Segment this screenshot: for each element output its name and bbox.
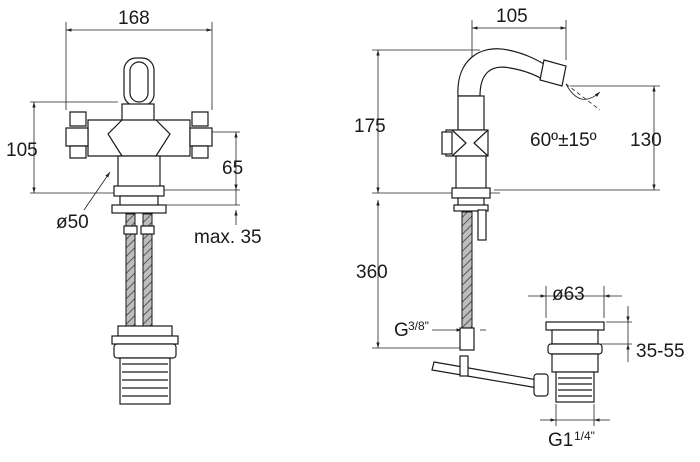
- dim-height-65: 65: [222, 158, 243, 179]
- dim-width-168: 168: [118, 8, 150, 29]
- dim-diameter-63: ø63: [552, 284, 585, 305]
- dim-height-105: 105: [6, 140, 38, 161]
- dim-max-35: max. 35: [194, 227, 262, 248]
- dim-thread-g: G: [394, 320, 409, 341]
- dim-angle: 60º±15º: [530, 130, 597, 151]
- dim-waste-g: G1: [548, 430, 573, 451]
- dim-waste-g-fraction: 1/4": [574, 429, 595, 443]
- dim-spout-105: 105: [496, 6, 528, 27]
- dim-diameter-50: ø50: [56, 212, 89, 233]
- front-view: [30, 22, 240, 405]
- dim-hose-360: 360: [356, 262, 388, 283]
- dim-range-35-55: 35-55: [636, 341, 685, 362]
- dim-thread-g-fraction: 3/8": [408, 319, 429, 333]
- dim-height-130: 130: [630, 130, 662, 151]
- dim-height-175: 175: [354, 116, 386, 137]
- side-view: [372, 20, 660, 426]
